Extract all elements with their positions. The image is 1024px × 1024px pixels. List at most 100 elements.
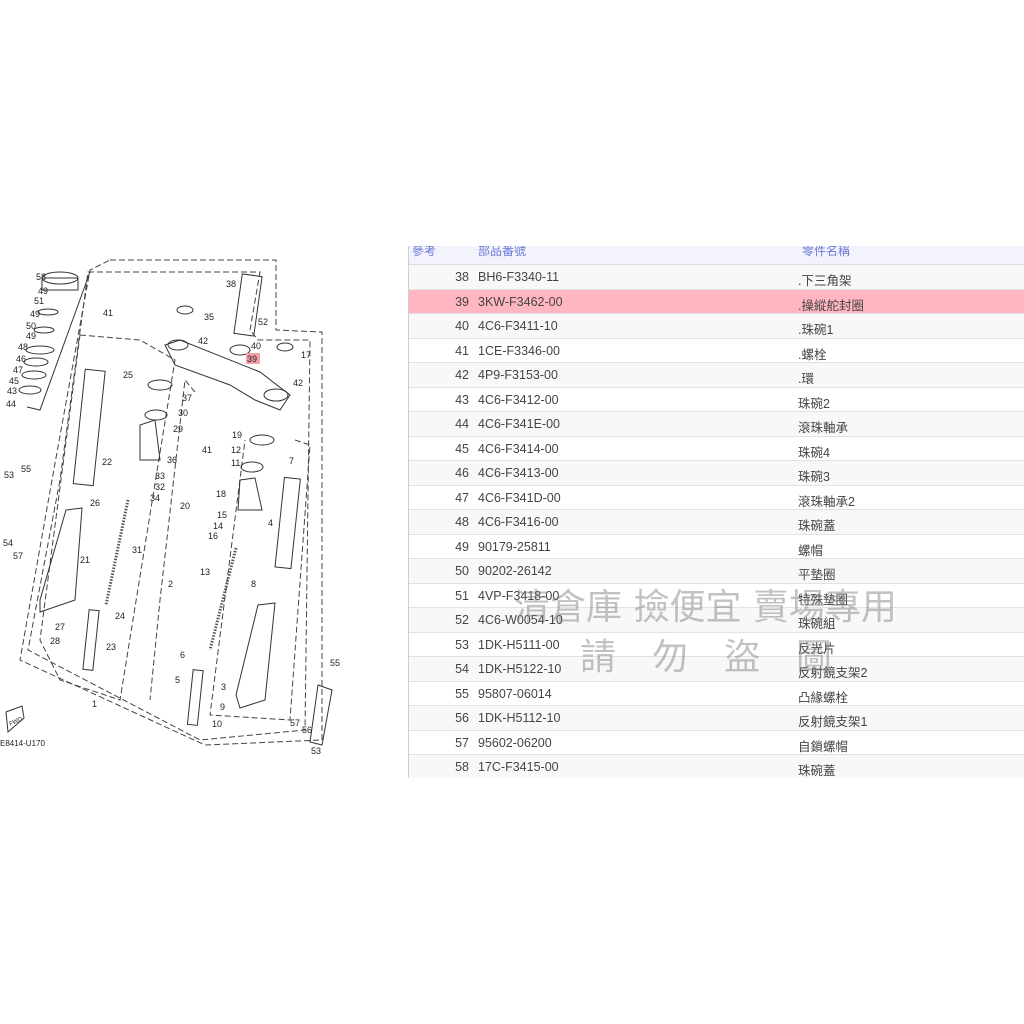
callout-44: 44 [6, 399, 16, 409]
part-number-cell: 4C6-F341D-00 [478, 490, 561, 505]
callout-26: 26 [90, 498, 100, 508]
callout-8: 8 [251, 579, 256, 589]
callout-14: 14 [213, 521, 223, 531]
callout-17: 17 [301, 350, 311, 360]
callout-49: 49 [38, 286, 48, 296]
callout-28: 28 [50, 636, 60, 646]
part-name-cell: 珠碗4 [798, 445, 830, 460]
part-number-cell: 4C6-F3412-00 [478, 392, 559, 407]
highlight-marker [246, 353, 260, 364]
callout-4: 4 [268, 518, 273, 528]
callout-15: 15 [217, 510, 227, 520]
callout-29: 29 [173, 424, 183, 434]
callout-3: 3 [221, 682, 226, 692]
callout-25: 25 [123, 370, 133, 380]
part-name-cell: 螺帽 [798, 543, 824, 558]
ref-cell: 38 [455, 270, 469, 284]
part-name-cell: 反光片 [798, 641, 836, 656]
callout-45: 45 [9, 376, 19, 386]
fwd-label: FWD [9, 716, 25, 727]
callout-23: 23 [106, 642, 116, 652]
callout-10: 10 [212, 719, 222, 729]
part-number-cell: 90202-26142 [478, 564, 552, 578]
callout-42: 42 [293, 378, 303, 388]
part-number-cell: 1CE-F3346-00 [478, 343, 560, 358]
part-name-cell: .螺栓 [798, 347, 827, 362]
part-name-cell: .操縱舵封圈 [798, 298, 864, 313]
part-number-cell: 4C6-F3416-00 [478, 515, 559, 529]
callout-30: 30 [178, 408, 188, 418]
callout-11: 11 [231, 458, 240, 468]
part-number-cell: 4P9-F3153-00 [478, 368, 558, 382]
callout-42: 42 [198, 336, 208, 346]
callout-40: 40 [251, 341, 261, 351]
callout-21: 21 [80, 555, 90, 565]
callout-53: 53 [4, 470, 14, 480]
callout-2: 2 [168, 579, 173, 589]
ref-cell: 56 [455, 711, 469, 725]
callout-39: 39 [247, 354, 257, 364]
part-name-cell: 反射鏡支架2 [798, 666, 868, 680]
part-number-cell: 1DK-H5111-00 [478, 637, 560, 652]
callout-5: 5 [175, 675, 180, 685]
ref-cell: 43 [455, 392, 469, 407]
ref-cell: 55 [455, 686, 469, 701]
callout-48: 48 [18, 342, 28, 352]
callout-49: 49 [30, 309, 40, 319]
part-name-cell: 反射鏡支架1 [798, 715, 868, 729]
part-name-cell: 滾珠軸承 [798, 421, 849, 435]
callout-57: 57 [290, 718, 300, 728]
part-name-cell: .珠碗1 [798, 323, 834, 337]
callout-20: 20 [180, 501, 190, 511]
part-name-cell: 珠碗組 [798, 617, 836, 631]
ref-cell: 40 [455, 319, 469, 333]
header-ref: 參考 [412, 246, 437, 258]
callout-58: 58 [36, 272, 46, 282]
callout-52: 52 [258, 317, 268, 327]
part-number-cell: 4C6-F341E-00 [478, 417, 560, 431]
callout-41: 41 [103, 308, 113, 318]
callout-51: 51 [34, 296, 44, 306]
callout-22: 22 [102, 457, 112, 467]
callout-56: 56 [302, 725, 312, 735]
ref-cell: 51 [455, 588, 469, 603]
callout-34: 34 [150, 493, 160, 503]
callout-6: 6 [180, 650, 185, 660]
callout-50: 50 [26, 321, 36, 331]
group-outlines [19, 259, 323, 746]
callout-54: 54 [3, 538, 13, 548]
table-header: 參考 部品番號 零件名稱 [409, 246, 1024, 265]
part-number-cell: 4C6-F3413-00 [478, 466, 559, 480]
callout-19: 19 [232, 430, 242, 440]
watermark-line-1: 清倉庫 撿便宜 賣場專用 [514, 587, 897, 628]
part-name-cell: 珠碗3 [798, 470, 830, 484]
ref-cell: 57 [455, 735, 469, 750]
part-shapes [5, 271, 333, 746]
ref-cell: 52 [455, 613, 469, 627]
callout-37: 37 [182, 393, 192, 403]
